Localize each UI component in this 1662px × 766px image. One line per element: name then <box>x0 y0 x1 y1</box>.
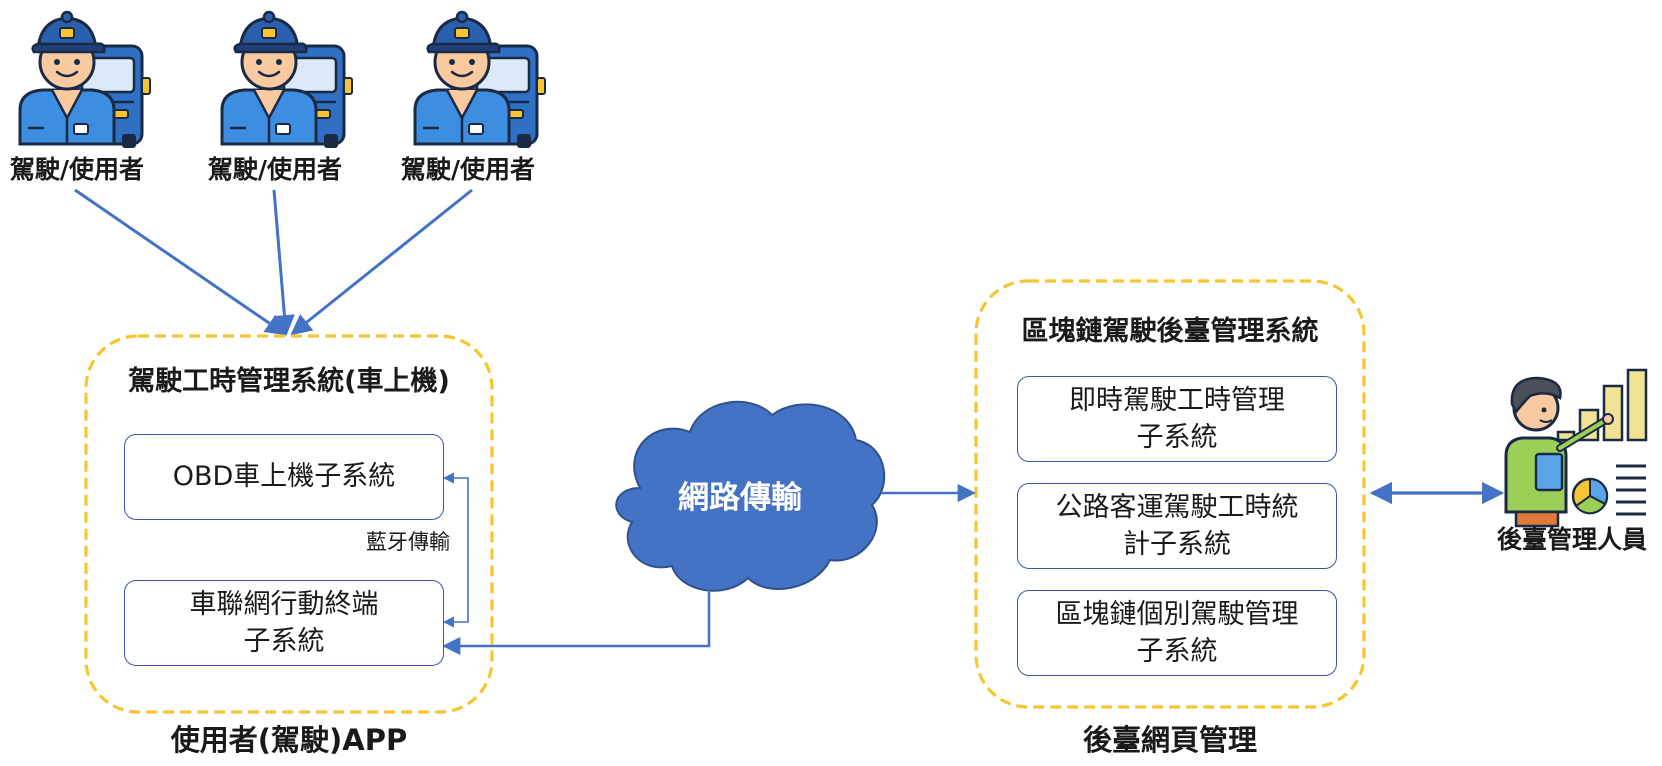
blockchain-driver-line: 區塊鏈個別駕駛管理 <box>1055 598 1299 630</box>
cloud-shape <box>615 400 886 592</box>
blockchain-driver-box: 區塊鏈個別駕駛管理 子系統 <box>1017 590 1337 676</box>
realtime-worktime-line: 子系統 <box>1136 422 1218 453</box>
right-group-frame <box>974 279 1366 709</box>
obd-subsystem-box: OBD車上機子系統 <box>124 434 444 520</box>
admin-label: 後臺管理人員 <box>1496 525 1647 554</box>
iov-terminal-line: 車聯網行動終端 <box>189 588 379 620</box>
driver-with-bus-icon <box>220 10 354 150</box>
obd-subsystem-line: OBD車上機子系統 <box>172 461 396 493</box>
cloud-to-app-connector <box>442 590 711 656</box>
driver-label: 駕駛/使用者 <box>9 155 145 184</box>
left-group-title: 駕駛工時管理系統(車上機) <box>128 366 450 397</box>
presenter-with-chart-icon <box>1504 368 1648 528</box>
realtime-worktime-line: 即時駕駛工時管理 <box>1069 384 1285 416</box>
left-group-footer: 使用者(駕駛)APP <box>170 723 408 757</box>
driver-with-bus-icon <box>413 10 547 150</box>
right-group-footer: 後臺網頁管理 <box>1082 723 1257 757</box>
driver-1-connector <box>74 188 287 336</box>
driver-label: 駕駛/使用者 <box>400 155 536 184</box>
left-group-frame <box>84 334 494 714</box>
bluetooth-connector <box>442 472 469 628</box>
driver-with-bus-icon <box>18 10 152 150</box>
driver-label: 駕駛/使用者 <box>207 155 343 184</box>
right-group-title: 區塊鏈駕駛後臺管理系統 <box>1021 316 1319 347</box>
bus-worktime-stats-box: 公路客運駕駛工時統 計子系統 <box>1017 483 1337 569</box>
bus-worktime-stats-line: 計子系統 <box>1123 529 1231 560</box>
blockchain-driver-line: 子系統 <box>1136 636 1218 667</box>
network-cloud-label: 網路傳輸 <box>678 480 802 516</box>
iov-terminal-box: 車聯網行動終端 子系統 <box>124 580 444 666</box>
iov-terminal-line: 子系統 <box>243 626 325 657</box>
driver-2-connector <box>272 189 295 337</box>
driver-3-connector <box>290 188 473 336</box>
bus-worktime-stats-line: 公路客運駕駛工時統 <box>1055 491 1299 523</box>
bluetooth-label: 藍牙傳輸 <box>366 530 450 554</box>
realtime-worktime-box: 即時駕駛工時管理 子系統 <box>1017 376 1337 462</box>
